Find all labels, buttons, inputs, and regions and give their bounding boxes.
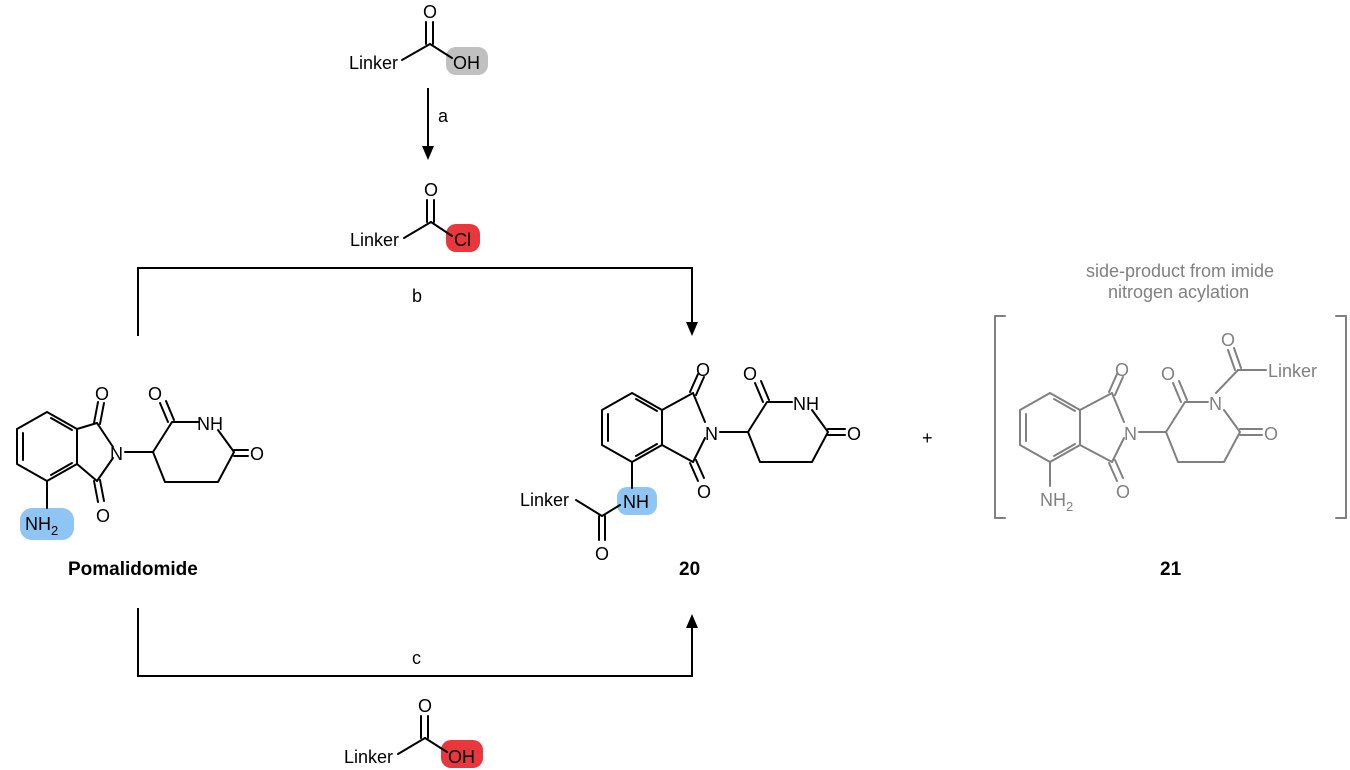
pomalidomide-name: Pomalidomide	[68, 559, 198, 580]
linker-label: Linker	[349, 53, 398, 73]
oxygen-5: O	[595, 544, 609, 564]
oxygen-3: O	[743, 364, 757, 384]
imide-nitrogen-2: N	[1209, 394, 1222, 414]
product-20-structure: O O N O NH O NH O Linker 20	[520, 360, 861, 580]
linker-carboxylic-acid-bottom: Linker O OH	[344, 696, 483, 768]
oxygen-3: O	[148, 384, 162, 404]
imide-nitrogen: N	[110, 444, 123, 464]
side-product-21-structure: side-product from imide nitrogen acylati…	[994, 261, 1347, 580]
linker-label: Linker	[344, 747, 393, 767]
caption-line-1: side-product from imide	[1086, 261, 1274, 281]
hydroxyl-label: OH	[453, 53, 480, 73]
step-a-label: a	[438, 106, 449, 126]
oh-highlight-red	[441, 740, 483, 768]
linker-label: Linker	[1268, 361, 1317, 381]
glutarimide-nh: NH	[197, 414, 223, 434]
arrow-b: b	[137, 267, 698, 336]
carbonyl-oxygen: O	[424, 180, 438, 200]
plus-sign: +	[922, 428, 933, 448]
oxygen-2: O	[697, 482, 711, 502]
pomalidomide-structure: O O N O NH O NH2 Pomalidomide	[16, 384, 264, 580]
oxygen-1: O	[696, 360, 710, 380]
glutarimide-nh: NH	[793, 394, 819, 414]
oxygen-1: O	[1115, 360, 1129, 380]
arrow-a: a	[422, 88, 449, 160]
oxygen-4: O	[250, 444, 264, 464]
imide-nitrogen-1: N	[1124, 424, 1137, 444]
oxygen-4: O	[847, 424, 861, 444]
cl-highlight-red	[446, 224, 480, 252]
linker-carboxylic-acid-top: Linker O OH	[349, 2, 488, 75]
oh-highlight-grey	[446, 47, 488, 75]
linker-label: Linker	[350, 230, 399, 250]
linker-acyl-chloride: Linker O Cl	[350, 180, 480, 252]
step-c-label: c	[412, 648, 421, 668]
linker-label: Linker	[520, 490, 569, 510]
caption-line-2: nitrogen acylation	[1108, 282, 1249, 302]
oxygen-2: O	[1116, 482, 1130, 502]
oxygen-3: O	[1161, 364, 1175, 384]
imide-nitrogen: N	[705, 424, 718, 444]
carbonyl-oxygen: O	[423, 2, 437, 22]
compound-21-label: 21	[1160, 559, 1182, 580]
amine-nh2: NH2	[1040, 490, 1073, 514]
oxygen-4: O	[1264, 424, 1278, 444]
carbonyl-oxygen: O	[418, 696, 432, 716]
amide-nh: NH	[623, 492, 649, 512]
arrow-c: c	[137, 608, 698, 677]
nh-highlight-blue	[617, 487, 657, 515]
chloride-label: Cl	[454, 230, 471, 250]
oxygen-1: O	[95, 384, 109, 404]
step-b-label: b	[412, 286, 422, 306]
amine-nh2: NH2	[25, 514, 58, 538]
oxygen-2: O	[96, 506, 110, 526]
oxygen-5: O	[1221, 330, 1235, 350]
compound-20-label: 20	[679, 559, 700, 580]
nh2-highlight-blue	[20, 508, 74, 540]
hydroxyl-label: OH	[448, 747, 475, 767]
